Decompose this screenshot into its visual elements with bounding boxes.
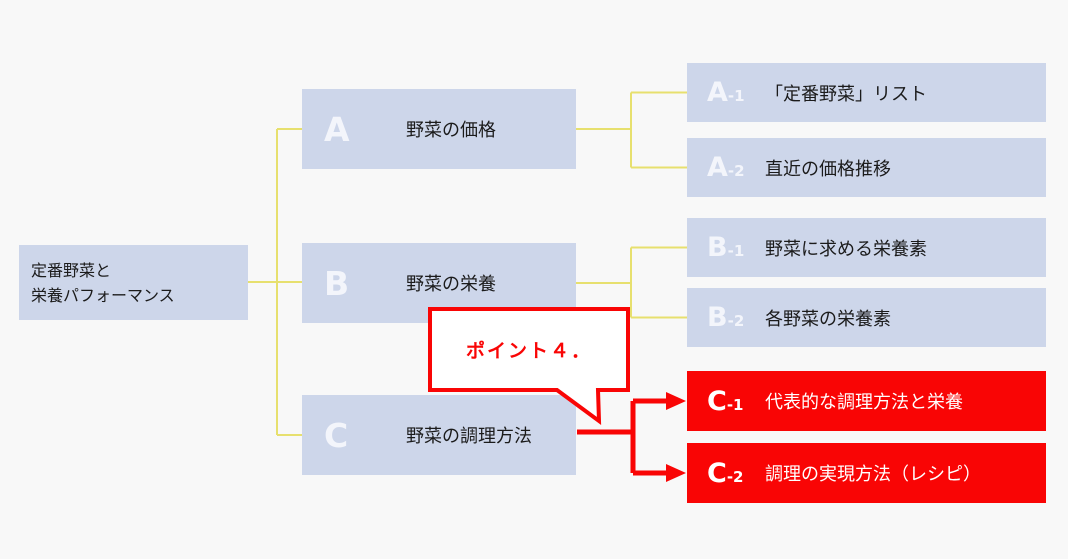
callout-text: ポイント４． [465, 340, 592, 362]
node-c2-letter: C-2 [707, 457, 744, 489]
node-b2-label: 各野菜の栄養素 [765, 308, 891, 330]
node-c-letter: C [324, 415, 349, 455]
node-a: A 野菜の価格 [302, 89, 576, 169]
node-a1-label: 「定番野菜」リスト [765, 83, 927, 105]
arrowhead-c2-icon [666, 464, 686, 482]
node-b1-letter: B-1 [707, 232, 745, 263]
node-a2-letter: A-2 [707, 152, 745, 183]
root-title-line2: 栄養パフォーマンス [31, 285, 175, 305]
node-b1-label: 野菜に求める栄養素 [765, 238, 927, 260]
root-title: 定番野菜と 栄養パフォーマンス [31, 258, 175, 308]
yellow-connectors-a [576, 91, 687, 169]
node-c1: C-1 代表的な調理方法と栄養 [687, 371, 1046, 431]
node-a-label: 野菜の価格 [406, 120, 496, 141]
node-c1-letter: C-1 [707, 385, 744, 417]
node-a1: A-1 「定番野菜」リスト [687, 63, 1046, 122]
yellow-connectors-b [576, 246, 687, 319]
arrowhead-c1-icon [666, 392, 686, 410]
node-b1: B-1 野菜に求める栄養素 [687, 218, 1046, 277]
node-c2: C-2 調理の実現方法（レシピ） [687, 443, 1046, 503]
node-a1-letter: A-1 [707, 77, 745, 108]
node-b2: B-2 各野菜の栄養素 [687, 288, 1046, 347]
red-arrow-connectors [577, 398, 667, 476]
node-a-letter: A [324, 109, 350, 149]
node-root: 定番野菜と 栄養パフォーマンス [19, 245, 248, 320]
node-c2-label: 調理の実現方法（レシピ） [765, 464, 981, 485]
node-a2: A-2 直近の価格推移 [687, 138, 1046, 197]
node-c: C 野菜の調理方法 [302, 395, 576, 475]
node-b2-letter: B-2 [707, 302, 745, 333]
yellow-connectors-left [248, 128, 302, 436]
node-c-label: 野菜の調理方法 [406, 426, 532, 447]
node-b-label: 野菜の栄養 [406, 274, 496, 295]
node-c1-label: 代表的な調理方法と栄養 [765, 392, 963, 413]
root-title-line1: 定番野菜と [31, 260, 112, 280]
node-a2-label: 直近の価格推移 [765, 158, 891, 180]
node-b-letter: B [324, 263, 350, 303]
